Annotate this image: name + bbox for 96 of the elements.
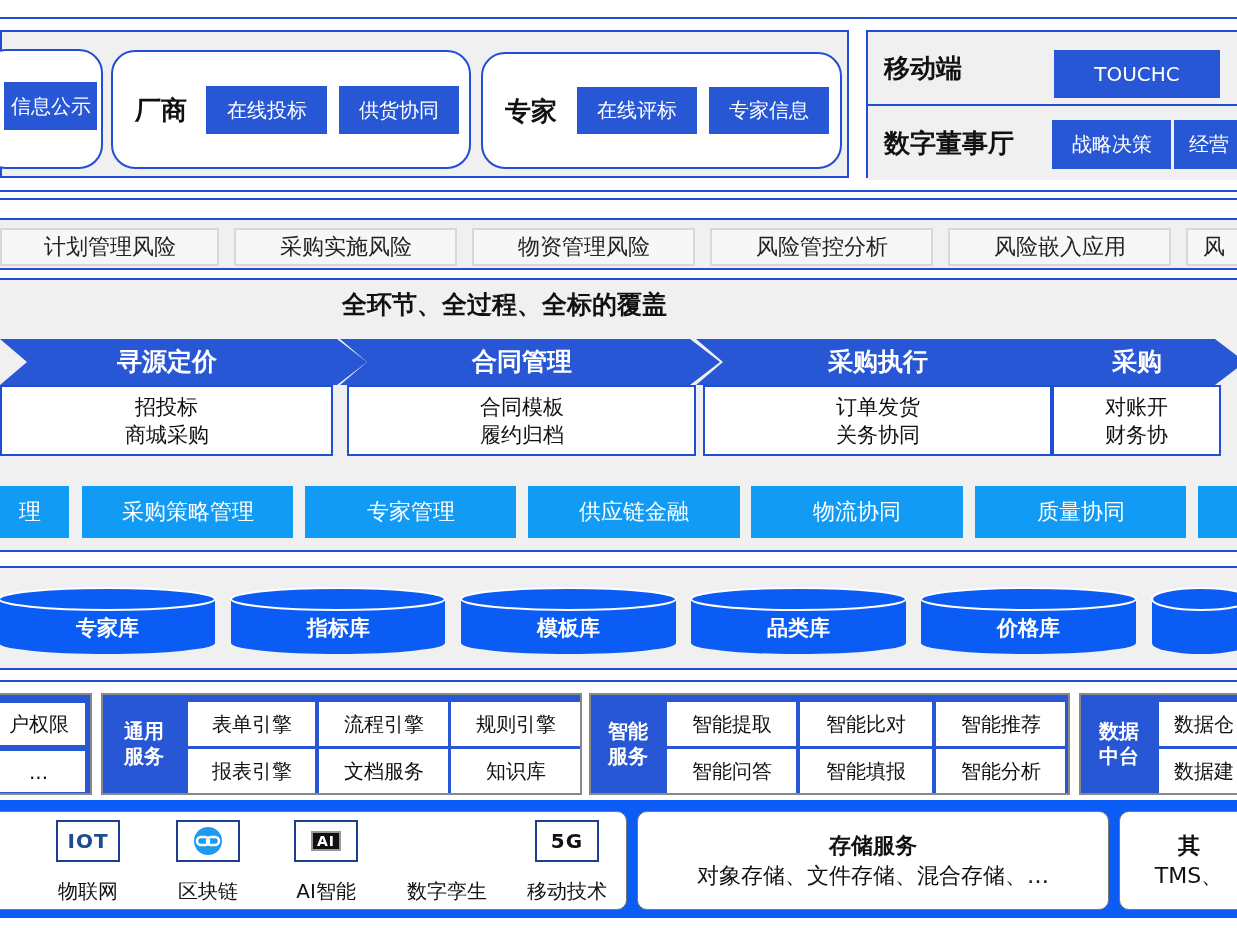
risk-tile: 风险嵌入应用 (948, 228, 1171, 266)
database-cylinder (920, 587, 1137, 655)
service-cell: 智能比对 (800, 702, 932, 746)
layer-band (0, 218, 1237, 270)
service-tile: 供应链金融 (528, 486, 740, 538)
service-cell: 流程引擎 (319, 702, 448, 746)
layer-band (0, 566, 1237, 670)
chip-icon: AI (294, 820, 358, 862)
service-cell: 数据建 (1159, 749, 1237, 793)
risk-tile: 计划管理风险 (0, 228, 219, 266)
section-heading: 全环节、全过程、全标的覆盖 (342, 289, 667, 321)
database-label: 指标库 (306, 615, 370, 642)
group-title: 厂商 (135, 93, 187, 126)
stage-item: 财务协 (1105, 421, 1168, 449)
feature-tile: 供货协同 (339, 86, 459, 134)
service-cell: 智能问答 (667, 749, 796, 793)
stage-item: 招投标 (135, 393, 198, 421)
service-tile: 专家管理 (305, 486, 516, 538)
service-cell: 智能推荐 (936, 702, 1065, 746)
feature-tile: 在线评标 (577, 87, 697, 134)
service-cell: 报表引擎 (188, 749, 315, 793)
card-title: 存储服务 (829, 831, 917, 860)
panel-background (866, 30, 1237, 178)
feature-tile: TOUCHC (1054, 50, 1220, 98)
group-title: 专家 (505, 94, 557, 127)
card-text: 对象存储、文件存储、混合存储、… (697, 861, 1049, 890)
service-tile: 理 (0, 486, 69, 538)
technology-name: AI智能 (296, 878, 356, 905)
feature-tile: 战略决策 (1052, 120, 1171, 169)
channel-title: 移动端 (884, 51, 962, 85)
database-cylinder (690, 587, 907, 655)
channel-title: 数字董事厅 (884, 126, 1014, 160)
feature-tile: 经营 (1174, 120, 1237, 169)
risk-tile: 物资管理风险 (472, 228, 695, 266)
iot-icon: IOT (56, 820, 120, 862)
feature-tile: 信息公示 (4, 82, 97, 130)
group-heading: 数据中台 (1098, 719, 1140, 769)
service-cell: ... (0, 751, 85, 792)
service-cell: 规则引擎 (451, 702, 580, 746)
database-label: 专家库 (75, 615, 139, 642)
service-cell: 表单引擎 (188, 702, 315, 746)
stage-item: 对账开 (1105, 393, 1168, 421)
service-cell: 文档服务 (319, 749, 448, 793)
stage-item: 商城采购 (124, 421, 209, 449)
service-tile: 采购策略管理 (82, 486, 293, 538)
card-text: TMS、 (1154, 861, 1224, 890)
group-card (111, 50, 471, 169)
service-tile (1198, 486, 1237, 538)
risk-tile: 风险管控分析 (710, 228, 933, 266)
service-card (637, 811, 1109, 910)
stage-item: 订单发货 (835, 393, 920, 421)
technology-name: 区块链 (178, 878, 238, 905)
service-group (0, 693, 92, 795)
technology-name: 数字孪生 (407, 878, 487, 905)
stage-title: 采购执行 (827, 346, 928, 378)
service-group (101, 693, 582, 795)
panel-background (0, 30, 849, 178)
stage-item: 关务协同 (835, 421, 920, 449)
database-label: 价格库 (997, 615, 1060, 642)
feature-tile: 专家信息 (709, 87, 829, 134)
service-cell: 数据仓 (1159, 702, 1237, 746)
technology-name: 移动技术 (527, 878, 607, 905)
service-cell: 智能提取 (667, 702, 796, 746)
feature-tile: 在线投标 (206, 86, 327, 134)
signal-icon: 5G (535, 820, 599, 862)
service-tile: 质量协同 (975, 486, 1186, 538)
group-card (0, 49, 103, 169)
stage-title: 寻源定价 (116, 346, 217, 378)
service-group (1079, 693, 1237, 795)
risk-tile: 采购实施风险 (234, 228, 457, 266)
database-cylinder (0, 587, 216, 655)
service-card (1119, 811, 1237, 910)
service-group (589, 693, 1070, 795)
service-cell: 智能填报 (800, 749, 932, 793)
service-cell: 户权限 (0, 703, 85, 745)
database-cylinder (460, 587, 677, 655)
stage-item: 合同模板 (479, 393, 564, 421)
stage-title: 合同管理 (471, 346, 572, 378)
database-label: 品类库 (767, 615, 830, 642)
group-heading: 通用服务 (122, 719, 165, 769)
panel-background (0, 800, 1237, 918)
group-heading: 智能服务 (606, 719, 649, 769)
card-title: 其 (1178, 831, 1200, 860)
service-tile: 物流协同 (751, 486, 963, 538)
technology-name: 物联网 (58, 878, 118, 905)
risk-tile: 风 (1186, 228, 1237, 266)
service-cell: 智能分析 (936, 749, 1065, 793)
technology-card (0, 811, 627, 910)
database-cylinder (230, 587, 446, 655)
stage-item: 履约归档 (479, 421, 564, 449)
layer-band (0, 278, 1237, 552)
database-cylinder (1151, 587, 1237, 655)
group-card (481, 52, 842, 169)
database-label: 模板库 (537, 615, 600, 642)
stage-title: 采购 (1111, 346, 1162, 378)
service-cell: 知识库 (451, 749, 580, 793)
